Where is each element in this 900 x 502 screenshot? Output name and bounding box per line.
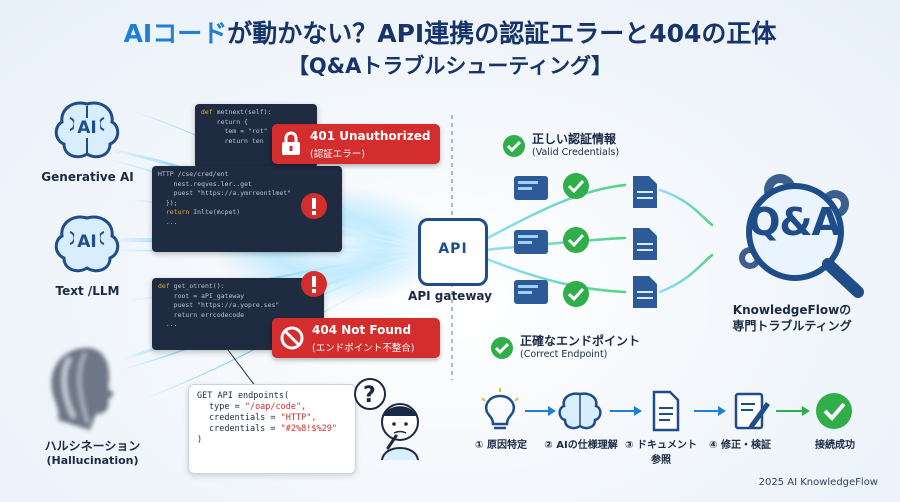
error-401-jp: (認証エラー) — [310, 149, 365, 160]
main-title: AIコードが動かない？API連携の認証エラーと404の正体 — [0, 14, 900, 50]
step-1-label: ① 原因特定 — [475, 440, 527, 451]
label-text-llm: Text /LLM — [55, 284, 120, 298]
error-401-title: 401 Unauthorized — [310, 129, 431, 143]
valid-credentials-label: 正しい認証情報 (Valid Credentials) — [532, 130, 619, 158]
step-flow-icons — [481, 388, 852, 432]
qa-text: Q&A — [748, 200, 841, 244]
step-3-label: ③ ドキュメント参照 — [625, 440, 697, 466]
brain-icon — [558, 392, 602, 430]
blurred-head-icon — [51, 347, 114, 430]
snippet-line-3-key: credentials = — [209, 413, 281, 423]
warning-icon — [301, 271, 327, 297]
snippet-line-5: ) — [197, 435, 203, 445]
lock-icon — [282, 131, 300, 155]
valid-jp: 正しい認証情報 — [532, 132, 617, 146]
check-icon — [816, 393, 852, 429]
error-404-jp: (エンドポイント不整合) — [312, 343, 415, 354]
api-gateway-icon: API — [418, 218, 488, 286]
snippet-line-3-val: "HTTP", — [280, 413, 317, 423]
api-call-snippet: GET API endpoints( type = "/oap/code", c… — [188, 384, 356, 474]
label-hallucination: ハルシネーション (Hallucination) — [25, 437, 160, 467]
check-icon — [491, 337, 513, 359]
step-5-label: 接続成功 — [815, 440, 855, 451]
label-generative-ai: Generative AI — [41, 170, 134, 184]
valid-en: (Valid Credentials) — [532, 147, 620, 158]
document-icon — [652, 390, 680, 432]
qa-magnifier-icon — [739, 174, 864, 298]
endpoint-jp: 正確なエンドポイント — [520, 334, 641, 348]
title-rest: が動かない？API連携の認証エラーと404の正体 — [227, 19, 777, 48]
kf-line-1: KnowledgeFlowの — [732, 303, 852, 317]
snippet-line-1: GET API endpoints( — [197, 391, 290, 401]
edit-icon — [734, 392, 770, 430]
no-entry-icon — [280, 326, 304, 350]
warning-icon — [301, 193, 327, 219]
check-icon — [503, 135, 525, 157]
svg-text:?: ? — [363, 383, 376, 408]
error-404-badge: 404 Not Found (エンドポイント不整合) — [272, 318, 440, 358]
kf-line-2: 専門トラブルティング — [732, 319, 852, 333]
hallucination-jp: ハルシネーション — [44, 439, 141, 453]
title-subline: 【Q&Aトラブルシューティング】 — [287, 54, 613, 78]
brain-ai-text-2: AI — [74, 232, 100, 252]
hallucination-en: (Hallucination) — [46, 454, 139, 467]
step-4-label: ④ 修正・検証 — [709, 440, 771, 451]
step-2-label: ② AIの仕様理解 — [544, 440, 618, 451]
error-401-badge: 401 Unauthorized (認証エラー) — [272, 124, 440, 164]
lightbulb-icon — [481, 388, 519, 430]
footer-credit: 2025 AI KnowledgeFlow — [758, 477, 878, 488]
snippet-line-4-key: credentials = — [209, 424, 281, 434]
document-stack — [633, 176, 657, 308]
correct-endpoint-label: 正確なエンドポイント (Correct Endpoint) — [520, 332, 640, 360]
label-api-gateway: API gateway — [408, 289, 492, 303]
server-stack — [514, 173, 589, 307]
snippet-line-2-key: type = — [209, 402, 245, 412]
error-404-title: 404 Not Found — [312, 323, 412, 337]
confused-person-icon: ? — [354, 378, 419, 460]
title-accent: AIコード — [123, 19, 228, 48]
brain-ai-text-1: AI — [74, 118, 100, 138]
snippet-line-4-val: "#2%8!$%29" — [280, 424, 337, 434]
knowledgeflow-label: KnowledgeFlowの 専門トラブルティング — [722, 302, 862, 334]
endpoint-en: (Correct Endpoint) — [520, 349, 608, 360]
api-gateway-icon-text: API — [438, 241, 468, 257]
snippet-line-2-val: "/oap/code", — [244, 402, 307, 412]
